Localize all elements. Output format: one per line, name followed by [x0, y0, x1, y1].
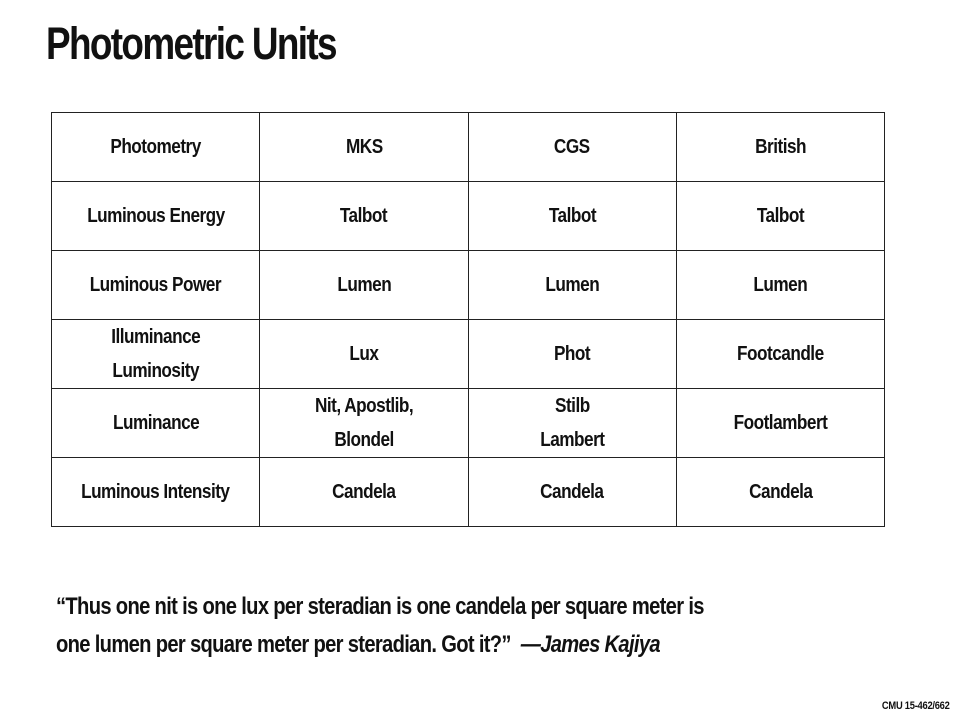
- quantity-name: Luminous Energy: [86, 205, 225, 227]
- table-body: Luminous Energy Talbot Talbot Talbot Lum…: [50, 181, 886, 527]
- table-header-row: Photometry MKS CGS British: [50, 112, 886, 182]
- quantity-name: Luminance: [112, 412, 200, 434]
- quantity-cell: Luminous Energy: [50, 181, 261, 251]
- british-unit-cell: Talbot: [675, 181, 886, 251]
- header-label: British: [754, 136, 806, 158]
- quote-line-1: “Thus one nit is one lux per steradian i…: [56, 593, 704, 620]
- mks-unit-cell: Candela: [259, 457, 469, 527]
- table-row: Illuminance Luminosity Lux Phot Footcand…: [50, 319, 886, 389]
- unit-name: Phot: [554, 343, 591, 365]
- quantity-name: Luminous Intensity: [81, 481, 230, 503]
- header-label: MKS: [345, 136, 383, 158]
- mks-unit-cell: Lux: [259, 319, 469, 389]
- quote-author: —James Kajiya: [520, 631, 661, 658]
- quote-line-2: one lumen per square meter per steradian…: [56, 626, 812, 664]
- unit-name: Stilb Lambert: [539, 395, 605, 451]
- quantity-cell: Luminous Intensity: [50, 457, 261, 527]
- table-header: Photometry MKS CGS British: [50, 112, 886, 182]
- british-unit-cell: Lumen: [675, 250, 886, 320]
- quantity-cell: Luminous Power: [50, 250, 261, 320]
- unit-name: Candela: [540, 481, 604, 503]
- unit-name: Candela: [332, 481, 396, 503]
- table-row: Luminous Power Lumen Lumen Lumen: [50, 250, 886, 320]
- british-unit-cell: Footlambert: [675, 388, 886, 458]
- table-row: Luminous Energy Talbot Talbot Talbot: [50, 181, 886, 251]
- quantity-name: Luminous Power: [89, 274, 222, 296]
- course-footer: CMU 15-462/662: [882, 700, 950, 712]
- unit-name: Lumen: [545, 274, 600, 296]
- mks-unit-cell: Talbot: [259, 181, 469, 251]
- header-cell-british: British: [675, 112, 886, 182]
- unit-name: Talbot: [548, 205, 597, 227]
- cgs-unit-cell: Lumen: [467, 250, 677, 320]
- cgs-unit-cell: Talbot: [467, 181, 677, 251]
- mks-unit-cell: Lumen: [259, 250, 469, 320]
- quantity-name: Illuminance Luminosity: [111, 326, 201, 382]
- british-unit-cell: Footcandle: [675, 319, 886, 389]
- unit-name: Footlambert: [733, 412, 828, 434]
- quantity-cell: Luminance: [50, 388, 261, 458]
- unit-name: Candela: [748, 481, 813, 503]
- table-row: Luminous Intensity Candela Candela Cande…: [50, 457, 886, 527]
- cgs-unit-cell: Phot: [467, 319, 677, 389]
- unit-name: Footcandle: [737, 343, 824, 365]
- slide-title: Photometric Units: [46, 18, 338, 69]
- cgs-unit-cell: Candela: [467, 457, 677, 527]
- kajiya-quote: “Thus one nit is one lux per steradian i…: [56, 588, 812, 664]
- mks-unit-cell: Nit, Apostlib, Blondel: [259, 388, 469, 458]
- unit-name: Nit, Apostlib, Blondel: [314, 395, 414, 451]
- photometric-units-table: Photometry MKS CGS British Luminous Ener…: [50, 112, 886, 527]
- british-unit-cell: Candela: [675, 457, 886, 527]
- header-cell-mks: MKS: [259, 112, 469, 182]
- unit-name: Lumen: [336, 274, 391, 296]
- header-cell-photometry: Photometry: [50, 112, 261, 182]
- header-cell-cgs: CGS: [467, 112, 677, 182]
- cgs-unit-cell: Stilb Lambert: [467, 388, 677, 458]
- unit-name: Lux: [349, 343, 379, 365]
- table-row: Luminance Nit, Apostlib, Blondel Stilb L…: [50, 388, 886, 458]
- quote-text: one lumen per square meter per steradian…: [56, 631, 512, 658]
- quantity-cell: Illuminance Luminosity: [50, 319, 261, 389]
- unit-name: Talbot: [756, 205, 805, 227]
- unit-name: Talbot: [340, 205, 388, 227]
- unit-name: Lumen: [753, 274, 808, 296]
- header-label: CGS: [554, 136, 590, 158]
- header-label: Photometry: [110, 136, 201, 158]
